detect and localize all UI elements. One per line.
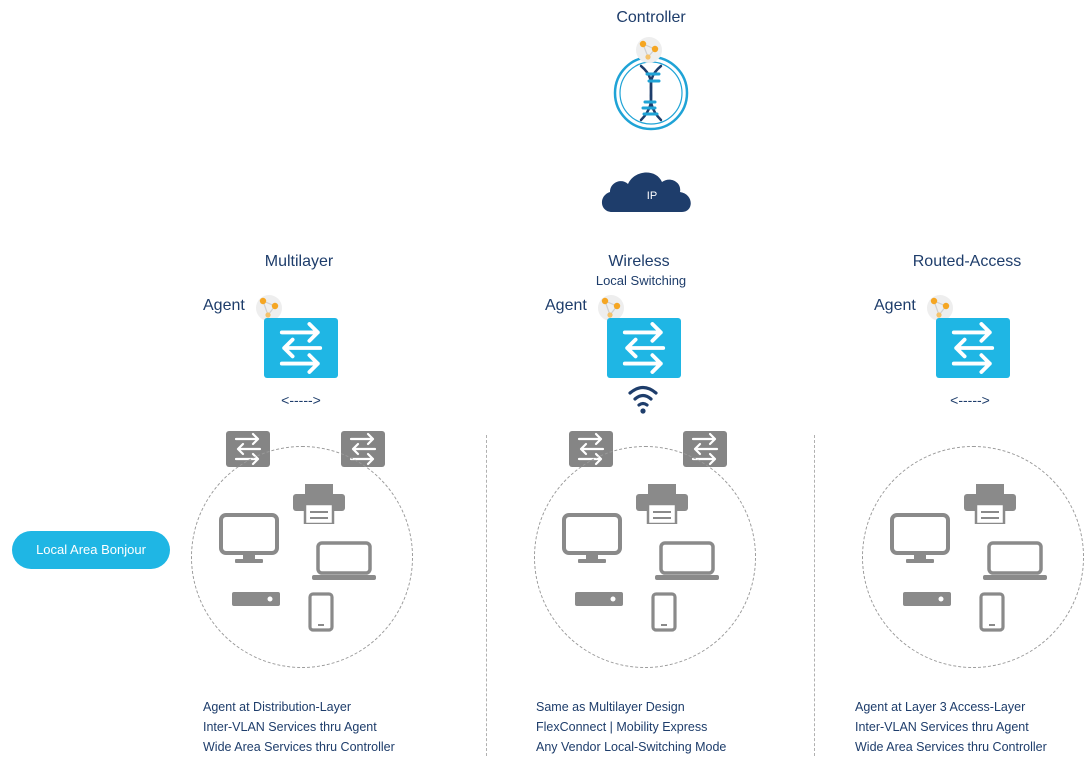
column-title-wireless: Wireless (608, 253, 670, 270)
set-top-box-icon (903, 592, 951, 606)
agent-switch-icon (264, 318, 338, 378)
description-multilayer: Agent at Distribution-Layer Inter-VLAN S… (203, 697, 395, 757)
wifi-icon (626, 382, 660, 416)
tablet-icon (308, 592, 334, 632)
local-area-circle-multilayer (191, 446, 413, 668)
column-title-routed-access: Routed-Access (912, 253, 1022, 270)
column-separator (814, 435, 815, 756)
description-line: Agent at Layer 3 Access-Layer (855, 700, 1026, 714)
monitor-icon (219, 513, 279, 565)
column-subtitle-wireless: Local Switching (595, 273, 687, 288)
local-area-bonjour-badge: Local Area Bonjour (12, 531, 170, 569)
tablet-icon (979, 592, 1005, 632)
column-title-multilayer: Multilayer (264, 253, 334, 270)
description-line: Inter-VLAN Services thru Agent (203, 720, 377, 734)
connector-multilayer: <-----> (281, 392, 321, 408)
agent-switch-icon (936, 318, 1010, 378)
connector-routed-access: <-----> (950, 392, 990, 408)
description-line: Any Vendor Local-Switching Mode (536, 740, 727, 754)
agent-label-wireless: Agent (545, 297, 587, 314)
laptop-icon (655, 541, 719, 583)
description-line: Wide Area Services thru Controller (855, 740, 1047, 754)
description-line: Same as Multilayer Design (536, 700, 685, 714)
printer-icon (636, 484, 688, 524)
description-wireless: Same as Multilayer Design FlexConnect | … (536, 697, 726, 757)
agent-label-routed-access: Agent (874, 297, 916, 314)
dna-controller-icon (611, 36, 691, 132)
description-line: Wide Area Services thru Controller (203, 740, 395, 754)
printer-icon (964, 484, 1016, 524)
monitor-icon (562, 513, 622, 565)
tablet-icon (651, 592, 677, 632)
column-separator (486, 435, 487, 756)
agent-label-multilayer: Agent (203, 297, 245, 314)
set-top-box-icon (575, 592, 623, 606)
local-area-circle-routed-access (862, 446, 1084, 668)
description-line: Inter-VLAN Services thru Agent (855, 720, 1029, 734)
set-top-box-icon (232, 592, 280, 606)
laptop-icon (983, 541, 1047, 583)
description-routed-access: Agent at Layer 3 Access-Layer Inter-VLAN… (855, 697, 1047, 757)
local-area-circle-wireless (534, 446, 756, 668)
laptop-icon (312, 541, 376, 583)
printer-icon (293, 484, 345, 524)
monitor-icon (890, 513, 950, 565)
ip-cloud-icon (598, 164, 696, 214)
controller-label: Controller (616, 9, 686, 26)
agent-switch-icon (607, 318, 681, 378)
description-line: FlexConnect | Mobility Express (536, 720, 708, 734)
cloud-label: IP (646, 190, 658, 202)
description-line: Agent at Distribution-Layer (203, 700, 351, 714)
